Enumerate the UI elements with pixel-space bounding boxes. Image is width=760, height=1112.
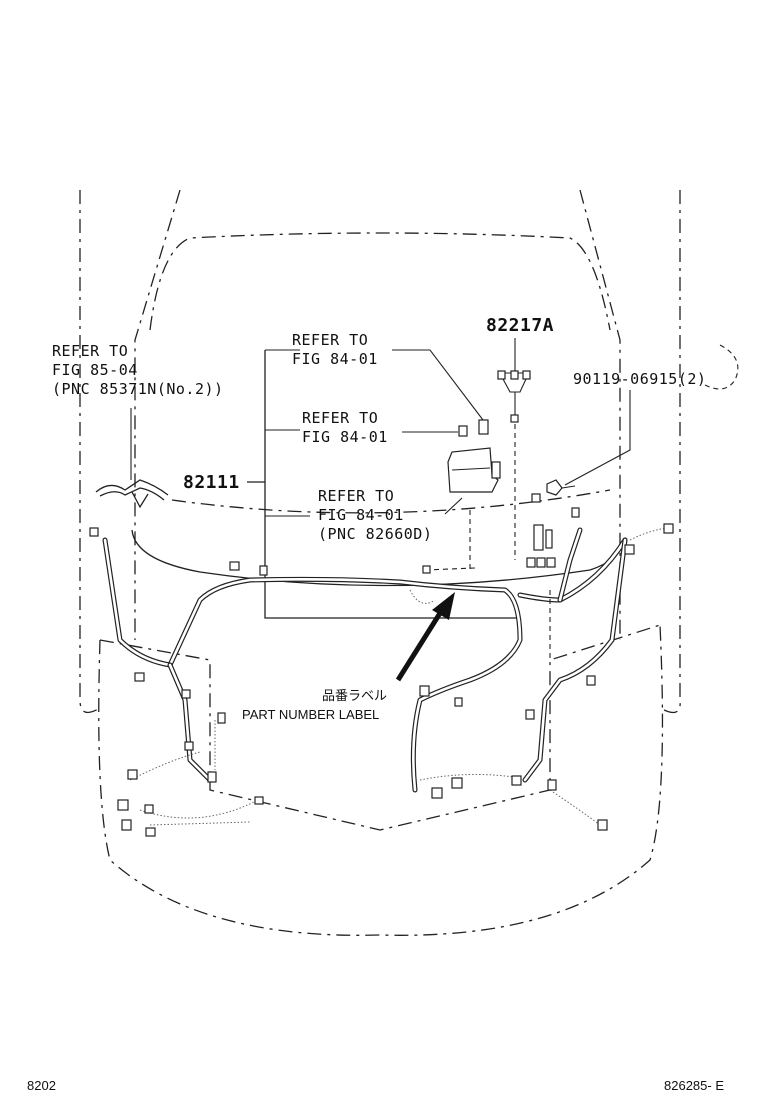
part-label-arrow xyxy=(395,592,455,682)
refer-fig-85-04-label: REFER TO FIG 85-04 (PNC 85371N(No.2)) xyxy=(52,342,224,398)
part-90119-label: 90119-06915(2) xyxy=(573,370,707,388)
refer-fig-84-01-label-c: REFER TO FIG 84-01 (PNC 82660D) xyxy=(318,487,433,543)
bumper-edge xyxy=(131,529,626,587)
vehicle-body-outline xyxy=(79,189,739,936)
refer-fig-84-01-label-a: REFER TO FIG 84-01 xyxy=(292,331,378,368)
main-wire-harness xyxy=(102,527,628,793)
leader-lines xyxy=(130,349,631,515)
part-number-label-en: PART NUMBER LABEL xyxy=(242,707,380,722)
clip-85371N xyxy=(95,479,169,509)
junction-82217A xyxy=(497,338,531,415)
bolt-90119 xyxy=(546,479,576,496)
connectors xyxy=(89,414,674,837)
footer-left-code: 8202 xyxy=(27,1078,56,1093)
part-number-label-jp: 品番ラベル xyxy=(322,688,388,703)
relay-block xyxy=(447,419,501,493)
refer-fig-84-01-label-b: REFER TO FIG 84-01 xyxy=(302,409,388,446)
footer-right-code: 826285- E xyxy=(664,1078,724,1093)
part-82111-label: 82111 xyxy=(183,472,240,493)
part-82217A-label: 82217A xyxy=(486,315,555,336)
